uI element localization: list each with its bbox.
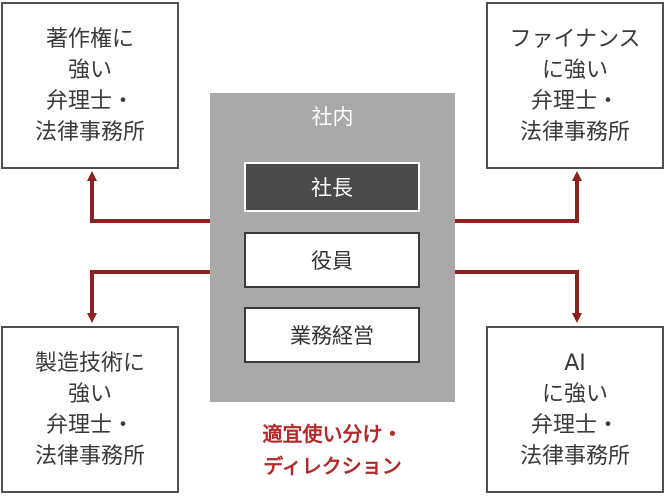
arrow-to-top-right <box>455 171 582 223</box>
box-line: 弁理士・ <box>530 412 619 438</box>
president-box: 社長 <box>244 162 420 212</box>
box-copyright-firm: 著作権に 強い 弁理士・ 法律事務所 <box>1 2 179 169</box>
box-line: 弁理士・ <box>530 88 619 114</box>
company-panel: 社内 社長 役員 業務経営 <box>210 93 455 402</box>
arrow-to-bottom-left <box>87 270 210 323</box>
box-line: 著作権に <box>45 26 134 52</box>
note-line: 適宜使い分け・ <box>262 422 403 446</box>
usage-note: 適宜使い分け・ ディレクション <box>210 418 455 482</box>
box-line: AI <box>564 350 586 376</box>
box-ai-firm: AI に強い 弁理士・ 法律事務所 <box>486 326 664 493</box>
box-line: 弁理士・ <box>45 88 134 114</box>
company-title: 社内 <box>311 105 354 129</box>
officers-box: 役員 <box>244 232 420 288</box>
box-line: ファイナンス <box>509 26 641 52</box>
box-line: 法律事務所 <box>519 443 630 469</box>
box-line: に強い <box>541 381 608 407</box>
box-line: 製造技術に <box>34 350 145 376</box>
box-line: 法律事務所 <box>34 119 145 145</box>
business-management-box: 業務経営 <box>244 307 420 363</box>
arrow-to-top-left <box>87 171 210 223</box>
box-finance-firm: ファイナンス に強い 弁理士・ 法律事務所 <box>486 2 664 169</box>
note-line: ディレクション <box>263 454 402 478</box>
box-line: に強い <box>541 57 608 83</box>
arrow-to-bottom-right <box>455 270 582 323</box>
box-line: 法律事務所 <box>519 119 630 145</box>
box-line: 強い <box>67 57 112 83</box>
box-line: 強い <box>67 381 112 407</box>
box-line: 法律事務所 <box>34 443 145 469</box>
box-line: 弁理士・ <box>45 412 134 438</box>
box-manufacturing-firm: 製造技術に 強い 弁理士・ 法律事務所 <box>1 326 179 493</box>
